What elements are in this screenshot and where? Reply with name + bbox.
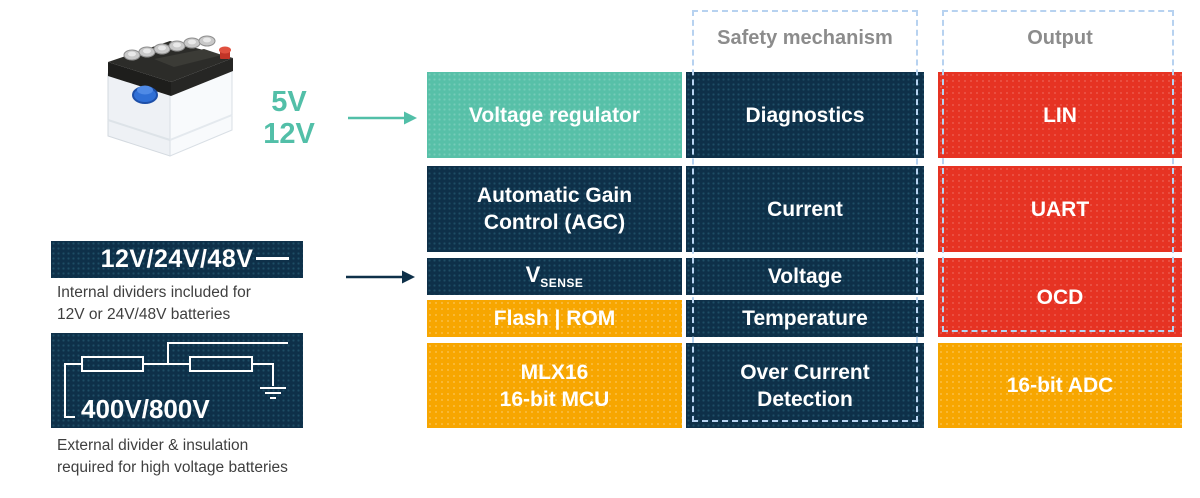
safety-block-over-current-detection: Over Current Detection: [686, 343, 924, 428]
block-voltage-regulator: Voltage regulator: [427, 72, 682, 158]
safety-block-voltage: Voltage: [686, 258, 924, 295]
divider-arrow-right-icon: [346, 270, 415, 284]
output-header: Output: [1027, 26, 1093, 49]
wire-dash-icon: [256, 257, 289, 260]
internal-divider-box: 12V/24V/48V: [51, 241, 303, 278]
safety-block-temperature: Temperature: [686, 300, 924, 337]
internal-divider-caption: Internal dividers included for 12V or 24…: [57, 284, 251, 323]
external-divider-box: 400V/800V: [51, 333, 303, 428]
block-mlx16-mcu: MLX16 16-bit MCU: [427, 343, 682, 428]
block-vsense: VSENSE: [427, 258, 682, 295]
supply-voltage-5v: 5V: [271, 86, 307, 118]
safety-block-diagnostics: Diagnostics: [686, 72, 924, 158]
block-flash-rom: Flash | ROM: [427, 300, 682, 337]
output-block-16bit-adc: 16-bit ADC: [938, 343, 1182, 428]
block-agc: Automatic Gain Control (AGC): [427, 166, 682, 252]
supply-voltage-12v: 12V: [263, 118, 315, 150]
external-divider-caption: External divider & insulation required f…: [57, 437, 288, 476]
internal-divider-label: 12V/24V/48V: [100, 245, 254, 273]
voltage-divider-circuit-icon: [64, 342, 288, 418]
safety-block-current: Current: [686, 166, 924, 252]
output-block-uart: UART: [938, 166, 1182, 252]
safety-mechanism-header: Safety mechanism: [717, 26, 893, 49]
output-block-lin: LIN: [938, 72, 1182, 158]
supply-voltage-label: 5V 12V: [253, 86, 325, 150]
external-divider-label: 400V/800V: [81, 394, 210, 424]
output-block-ocd: OCD: [938, 258, 1182, 337]
car-battery-image: [107, 35, 233, 157]
supply-arrow-right-icon: [348, 111, 417, 125]
